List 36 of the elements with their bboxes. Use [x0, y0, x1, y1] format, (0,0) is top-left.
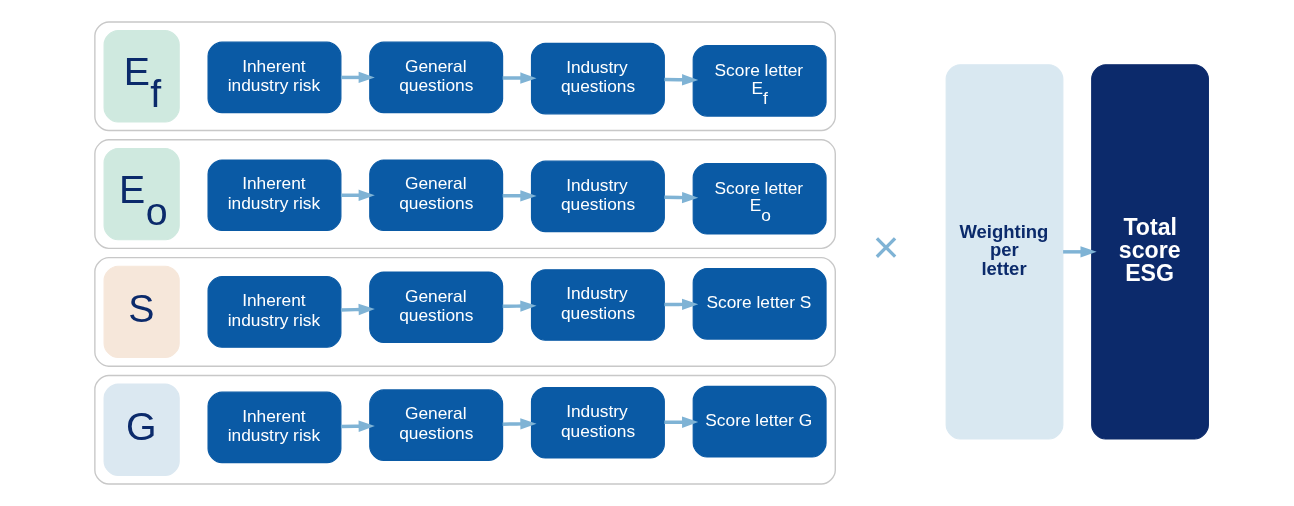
node-box: Industry questions: [530, 42, 665, 115]
node-box: Industry questions: [530, 160, 665, 233]
arrow: [340, 303, 375, 316]
node-box: Inherent industry risk: [207, 159, 342, 232]
node-box: Score letter S: [692, 268, 827, 340]
node-box: G: [103, 383, 180, 476]
node-box: General questions: [369, 389, 504, 461]
cluster: [94, 256, 836, 367]
arrow: [340, 420, 375, 432]
node-box: S: [103, 265, 180, 359]
cluster: [94, 139, 836, 250]
node-box: Weighting per letter: [945, 64, 1064, 440]
arrow: [502, 418, 537, 430]
node-box: Score letter G: [692, 385, 827, 458]
node-box: Total score ESG: [1091, 64, 1209, 440]
node-box: General questions: [369, 159, 504, 232]
cluster: [94, 374, 836, 485]
arrow: [502, 300, 537, 312]
arrow: [664, 74, 699, 86]
node-box: Inherent industry risk: [207, 276, 342, 348]
node-box: General questions: [369, 41, 504, 114]
arrow: [664, 191, 699, 204]
arrow: [340, 189, 375, 201]
arrow: [340, 71, 375, 84]
arrow: [1063, 246, 1097, 258]
node-box: Industry questions: [530, 387, 665, 459]
node-box: Inherent industry risk: [207, 41, 342, 114]
arrow: [664, 416, 699, 428]
cluster: [94, 21, 836, 132]
arrow: [502, 190, 537, 202]
node-box: General questions: [369, 271, 504, 344]
arrow: [502, 72, 537, 84]
arrow: [664, 298, 699, 311]
node-box: Industry questions: [530, 269, 665, 341]
label: ×: [872, 221, 900, 274]
node-box: Inherent industry risk: [207, 391, 342, 464]
